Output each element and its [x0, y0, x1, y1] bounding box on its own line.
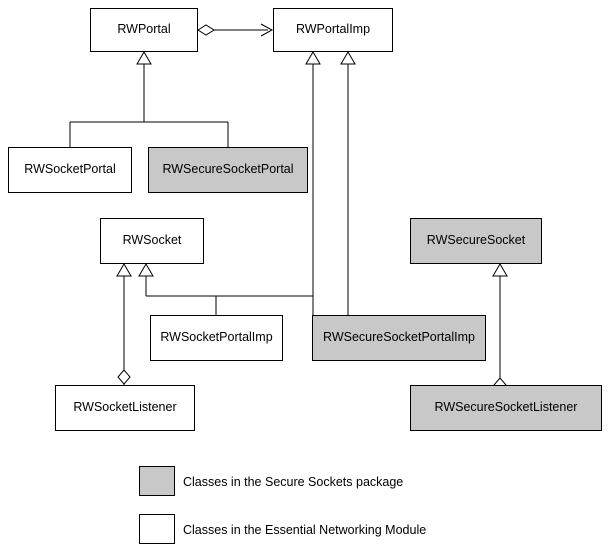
aggregation-diamond-rwportal	[197, 24, 215, 36]
class-node-label: RWSocket	[122, 233, 182, 248]
class-node-rwportalimp[interactable]: RWPortalImp	[273, 8, 393, 52]
class-node-rwsecuresocketportalimp[interactable]: RWSecureSocketPortalImp	[312, 315, 486, 361]
generalization-triangle-rwportalimp-right	[340, 51, 356, 65]
class-node-label: RWPortal	[117, 22, 171, 37]
class-node-label: RWSocketPortalImp	[160, 330, 273, 345]
class-node-label: RWSecureSocketListener	[434, 400, 578, 415]
class-node-rwsocket[interactable]: RWSocket	[100, 218, 204, 264]
class-node-rwportal[interactable]: RWPortal	[90, 8, 198, 52]
class-node-rwsecuresocket[interactable]: RWSecureSocket	[410, 218, 542, 264]
class-node-rwsocketportal[interactable]: RWSocketPortal	[8, 147, 132, 193]
class-node-rwsecuresocketportal[interactable]: RWSecureSocketPortal	[148, 147, 308, 193]
legend-label-secure-sockets: Classes in the Secure Sockets package	[183, 475, 404, 489]
class-node-label: RWSocketPortal	[24, 162, 116, 177]
generalization-triangle-rwsecuresocket	[492, 263, 508, 277]
legend-label-essential-networking: Classes in the Essential Networking Modu…	[183, 523, 427, 537]
class-node-label: RWSocketListener	[73, 400, 177, 415]
class-node-label: RWPortalImp	[295, 22, 371, 37]
class-node-label: RWSecureSocketPortalImp	[323, 330, 475, 345]
generalization-triangle-rwportalimp-left	[305, 51, 321, 65]
generalization-triangle-rwsocket-listener	[116, 263, 132, 277]
class-node-rwsecuresocketlistener[interactable]: RWSecureSocketListener	[410, 385, 602, 431]
generalization-triangle-rwsocket-left	[138, 263, 154, 277]
class-node-rwsocketlistener[interactable]: RWSocketListener	[55, 385, 195, 431]
aggregation-diamond-rwsocketlistener	[117, 369, 131, 385]
class-node-label: RWSecureSocket	[426, 233, 526, 248]
legend-swatch-secure-sockets	[139, 466, 175, 496]
class-node-label: RWSecureSocketPortal	[162, 162, 294, 177]
arrowhead-rwportalimp	[260, 23, 274, 37]
legend-swatch-essential-networking	[139, 514, 175, 544]
class-node-rwsocketportalimp[interactable]: RWSocketPortalImp	[150, 315, 283, 361]
generalization-triangle-rwportal	[136, 51, 152, 65]
